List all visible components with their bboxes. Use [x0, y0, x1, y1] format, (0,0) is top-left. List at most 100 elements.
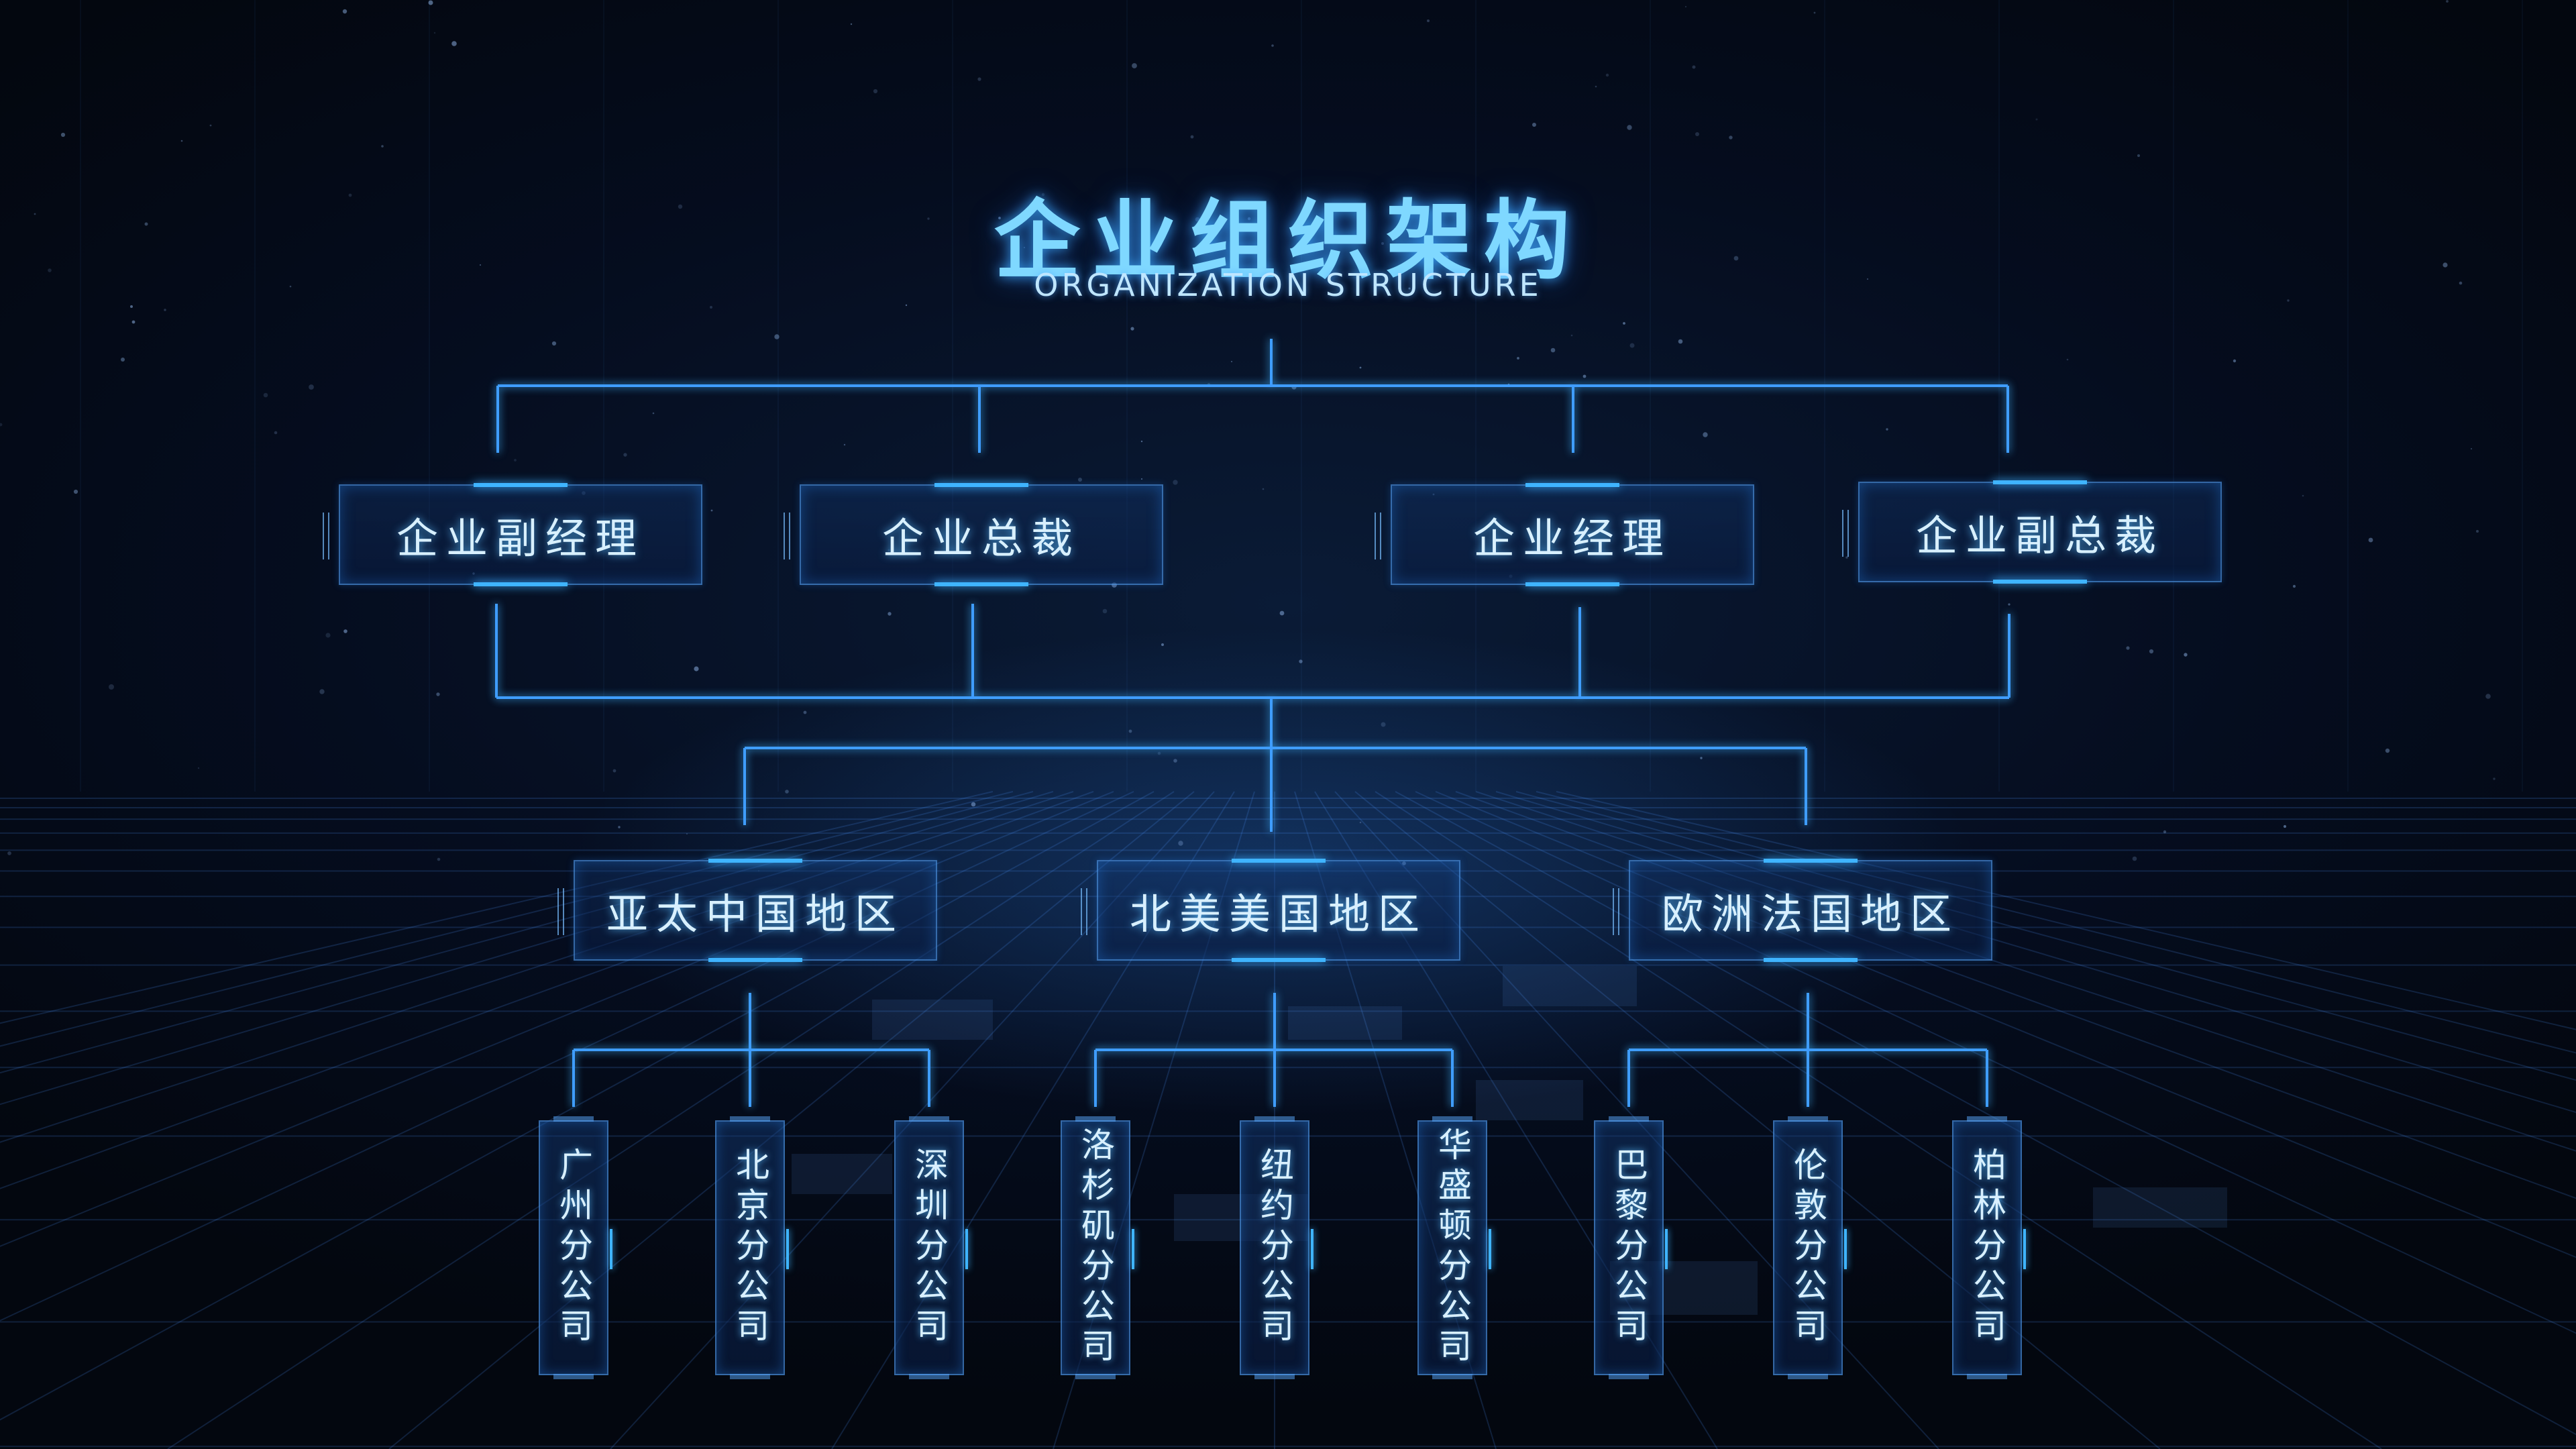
particle	[888, 612, 892, 616]
branch-label: 深圳分公司	[910, 1147, 949, 1348]
branch-box-london[interactable]: 伦敦分公司	[1773, 1116, 1847, 1379]
particle	[130, 305, 133, 308]
particle	[1271, 44, 1274, 47]
floor-panel	[872, 1000, 993, 1040]
particle	[479, 264, 482, 266]
particle	[774, 334, 780, 339]
exec-box-vice-president[interactable]: 企业副总裁	[1842, 480, 2222, 584]
particle	[850, 23, 853, 25]
particle	[1173, 480, 1178, 485]
particle	[263, 392, 268, 398]
region-box-north-america[interactable]: 北美美国地区	[1081, 859, 1460, 962]
branch-box-new-york[interactable]: 纽约分公司	[1240, 1116, 1313, 1379]
particle	[343, 629, 347, 633]
particle	[1140, 440, 1143, 443]
particle	[2283, 824, 2287, 828]
region-label: 欧洲法国地区	[1661, 890, 1960, 938]
particle	[1178, 841, 1183, 846]
particle	[48, 268, 52, 272]
particle	[1140, 478, 1143, 480]
particle	[2470, 447, 2473, 450]
box-side-bracket-icon	[1375, 513, 1381, 559]
particle	[1813, 11, 1816, 14]
page-title: 企业组织架构	[994, 191, 1582, 291]
particle	[1595, 85, 1597, 88]
particle	[342, 9, 347, 14]
particle	[612, 769, 616, 773]
particle	[2035, 118, 2038, 121]
branch-box-guangzhou[interactable]: 广州分公司	[539, 1116, 612, 1379]
box-side-bracket-icon	[1613, 888, 1619, 935]
particle	[1359, 821, 1362, 824]
particle	[437, 857, 441, 861]
branch-box-washington[interactable]: 华盛顿分公司	[1417, 1116, 1491, 1379]
particle	[325, 633, 331, 638]
particle	[803, 710, 807, 714]
particle	[348, 193, 352, 197]
particle	[1128, 729, 1132, 733]
particle	[873, 89, 878, 94]
particle	[209, 124, 212, 127]
particle	[2485, 694, 2491, 699]
particle	[319, 689, 325, 694]
particle	[678, 204, 683, 209]
particle	[1102, 608, 1108, 614]
particle	[1299, 659, 1303, 663]
particle	[1629, 343, 1635, 348]
particle	[977, 77, 981, 81]
particle	[652, 412, 655, 415]
region-box-europe[interactable]: 欧洲法国地区	[1613, 859, 1992, 962]
particle	[2132, 856, 2137, 861]
branch-box-berlin[interactable]: 柏林分公司	[1952, 1116, 2026, 1379]
particle	[197, 767, 200, 769]
exec-label: 企业经理	[1472, 514, 1672, 563]
particle	[1517, 357, 1519, 360]
particle	[2292, 584, 2296, 588]
particle	[433, 32, 436, 34]
particle	[1173, 759, 1177, 763]
box-edge-icon	[965, 1229, 968, 1269]
particle	[2184, 653, 2188, 657]
particle	[0, 423, 3, 427]
particle	[1729, 136, 1733, 140]
branch-box-beijing[interactable]: 北京分公司	[715, 1116, 789, 1379]
branch-box-paris[interactable]: 巴黎分公司	[1594, 1116, 1668, 1379]
branch-label: 华盛顿分公司	[1433, 1127, 1472, 1368]
exec-box-manager[interactable]: 企业经理	[1375, 483, 1754, 586]
particle	[109, 684, 114, 690]
branch-label: 伦敦分公司	[1788, 1147, 1827, 1348]
particle	[1703, 432, 1708, 437]
region-box-asia-pacific[interactable]: 亚太中国地区	[557, 859, 937, 962]
particle	[274, 431, 278, 435]
branch-box-los-angeles[interactable]: 洛杉矶分公司	[1061, 1116, 1134, 1379]
particle	[144, 222, 148, 226]
particle	[1692, 65, 1696, 69]
particle	[686, 833, 688, 835]
particle	[2446, 0, 2449, 3]
branch-label: 洛杉矶分公司	[1076, 1127, 1115, 1368]
exec-box-president[interactable]: 企业总裁	[784, 483, 1163, 586]
particle	[1130, 327, 1134, 331]
particle	[905, 304, 908, 307]
box-edge-icon	[786, 1229, 789, 1269]
particle	[998, 217, 1001, 219]
particle	[1161, 643, 1164, 646]
exec-box-vice-manager[interactable]: 企业副经理	[323, 483, 702, 586]
particle	[2233, 359, 2237, 363]
particle	[1024, 247, 1025, 248]
branch-label: 柏林分公司	[1968, 1147, 2006, 1348]
particle	[289, 285, 292, 288]
grid-line	[388, 791, 1195, 1449]
grid-line	[0, 791, 994, 1024]
branch-box-shenzhen[interactable]: 深圳分公司	[894, 1116, 968, 1379]
box-side-bracket-icon	[557, 888, 564, 935]
particle	[34, 213, 36, 215]
floor-panel	[1288, 1006, 1402, 1040]
box-side-bracket-icon	[784, 513, 790, 559]
particle	[927, 217, 930, 220]
particle	[1886, 428, 1888, 431]
particle	[2385, 748, 2390, 753]
particle	[2302, 494, 2304, 497]
box-side-bracket-icon	[1842, 510, 1849, 557]
